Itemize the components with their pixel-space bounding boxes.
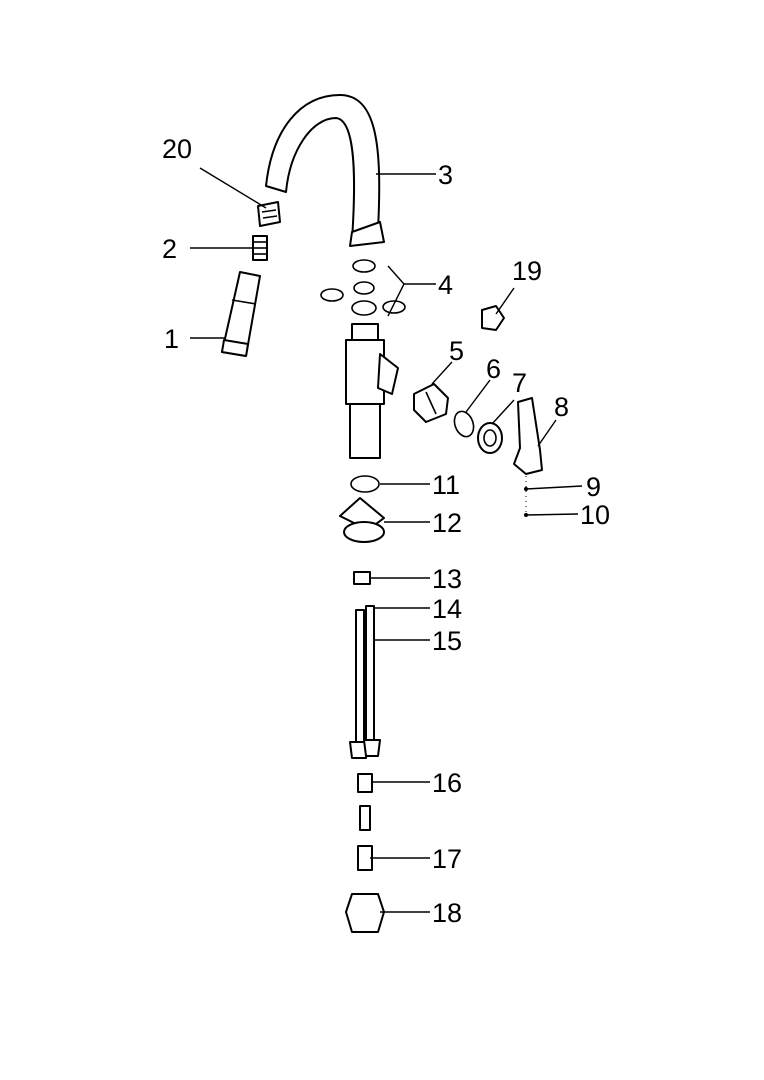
callout-15: 15 [432,626,462,656]
callout-14: 14 [432,594,462,624]
callout-12: 12 [432,508,462,538]
callout-3: 3 [438,160,453,190]
callout-5: 5 [449,336,464,366]
part-1-spray-head [221,271,261,357]
faucet-body [345,323,399,459]
part-4-o-rings [320,259,406,316]
part-12-base-plate [339,497,385,543]
leader-lines [190,167,583,913]
callout-8: 8 [554,392,569,422]
callout-13: 13 [432,564,462,594]
callout-18: 18 [432,898,462,928]
part-13-clamp [353,571,371,585]
callout-17: 17 [432,844,462,874]
part-17-stud [357,805,373,871]
callout-11: 11 [432,470,460,500]
part-8-lever [513,397,543,475]
part-19-cap [481,305,505,331]
part-6-ring [453,410,475,438]
callout-4: 4 [438,270,453,300]
part-11-gasket [350,475,380,493]
callout-20: 20 [162,134,192,164]
callouts: 1 2 3 4 5 6 7 8 9 10 11 12 13 14 15 16 1… [162,134,610,928]
callout-16: 16 [432,768,462,798]
callout-7: 7 [512,368,527,398]
part-2-connector [252,235,268,261]
callout-19: 19 [512,256,542,286]
callout-9: 9 [586,472,601,502]
part-16-adapter [357,773,373,793]
part-5-cartridge [413,383,449,423]
part-7-nut [477,422,503,454]
part-18-mounting-nut [345,893,385,933]
callout-10: 10 [580,500,610,530]
part-20-aerator [257,201,281,227]
part-3-spout [265,94,385,247]
callout-2: 2 [162,234,177,264]
part-14-15-hoses [349,605,381,759]
part-9-10-screws [524,476,528,520]
callout-6: 6 [486,354,501,384]
callout-1: 1 [164,324,179,354]
